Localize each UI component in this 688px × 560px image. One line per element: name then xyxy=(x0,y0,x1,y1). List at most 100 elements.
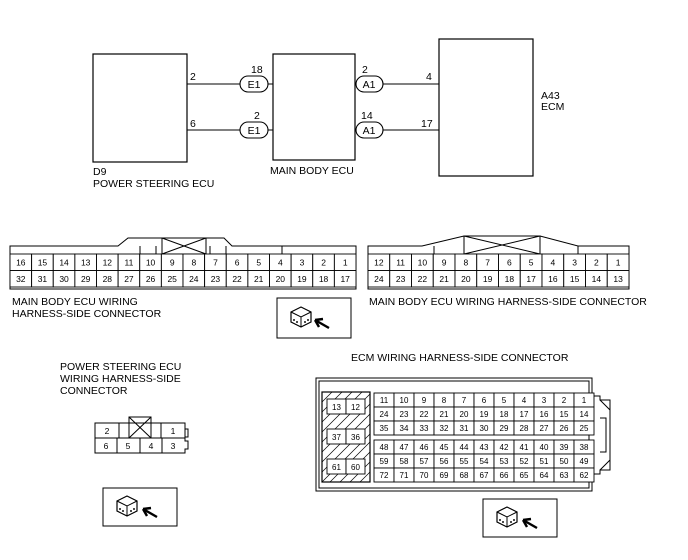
mb-e1-pin-label: 14 xyxy=(59,257,69,267)
mb-a1-pin-label: 3 xyxy=(572,257,577,267)
ps-lock-x2 xyxy=(128,416,152,439)
ps-ecu-code: D9 xyxy=(93,166,107,178)
mb-a1-pin-label: 20 xyxy=(461,274,471,284)
mb-e1-pin-label: 1 xyxy=(343,257,348,267)
mb-a1-pin-label: 8 xyxy=(464,257,469,267)
a1-pin-top: 2 xyxy=(362,64,368,76)
ecm-box xyxy=(438,38,534,177)
ecm-main-pin-label: 45 xyxy=(440,443,449,452)
ecm-main-pin-label: 68 xyxy=(460,471,469,480)
view-arrow-icon xyxy=(521,517,538,530)
ecm-main-pin-label: 54 xyxy=(480,457,489,466)
mb-ecu-name: MAIN BODY ECU xyxy=(270,165,354,177)
mb-e1-pin-label: 5 xyxy=(256,257,261,267)
mb-e1-cell xyxy=(333,270,357,288)
ecm-main-pin-label: 43 xyxy=(480,443,489,452)
ecm-main-pin-label: 70 xyxy=(420,471,429,480)
mb-a1-pin-label: 5 xyxy=(529,257,534,267)
mb-e1-pin-label: 22 xyxy=(232,274,242,284)
mb-e1-label-1: MAIN BODY ECU WIRING xyxy=(12,296,138,308)
power-steering-ecu-box xyxy=(92,53,188,163)
ps-pin: 1 xyxy=(171,426,176,436)
ecm-main-pin-label: 69 xyxy=(440,471,449,480)
ps-pin: 3 xyxy=(171,441,176,451)
ecm-main-pin-label: 62 xyxy=(580,471,589,480)
mb-e1-pin-label: 21 xyxy=(254,274,264,284)
ecm-left-block xyxy=(321,391,371,483)
mb-a1-pin-label: 15 xyxy=(570,274,580,284)
ecm-main-pin-label: 22 xyxy=(420,410,429,419)
mb-a1-pin-label: 10 xyxy=(418,257,428,267)
ecm-main-pin-label: 48 xyxy=(380,443,389,452)
conn-e1-bottom-label: E1 xyxy=(248,125,261,137)
mb-a1-pin-label: 1 xyxy=(616,257,621,267)
mb-e1-key-right xyxy=(209,246,227,255)
ecm-main-pin-label: 2 xyxy=(562,396,567,405)
connector-view-icon-ecm xyxy=(482,498,558,538)
mb-e1-pin-label: 13 xyxy=(81,257,91,267)
ecm-main-pin-label: 34 xyxy=(400,424,409,433)
mb-a1-pin-label: 7 xyxy=(485,257,490,267)
mb-a1-lock-x2 xyxy=(463,235,541,255)
ecm-main-pin-label: 53 xyxy=(500,457,509,466)
mb-a1-pin-label: 12 xyxy=(374,257,384,267)
conn-a1-top-label: A1 xyxy=(363,79,376,91)
mb-e1-key-left xyxy=(139,246,157,255)
mb-e1-pin-label: 31 xyxy=(38,274,48,284)
ecm-main-pin-label: 21 xyxy=(440,410,449,419)
mb-e1-pin-label: 29 xyxy=(81,274,91,284)
mb-e1-pin-label: 16 xyxy=(16,257,26,267)
ecm-left-pin-label: 12 xyxy=(351,403,360,412)
mb-e1-pin-label: 8 xyxy=(191,257,196,267)
mb-a1-label: MAIN BODY ECU WIRING HARNESS-SIDE CONNEC… xyxy=(369,296,647,308)
ecm-main-pin-label: 9 xyxy=(422,396,427,405)
conn-e1-top-label: E1 xyxy=(248,79,261,91)
mb-e1-pin-label: 17 xyxy=(340,274,350,284)
connector-pill-a1-bottom xyxy=(355,121,384,139)
ps-pin: 4 xyxy=(149,441,154,451)
ecm-left-cell xyxy=(345,398,366,415)
mb-a1-pin-label: 11 xyxy=(396,257,405,267)
mb-a1-pin-label: 17 xyxy=(526,274,536,284)
ecm-main-pin-label: 8 xyxy=(442,396,447,405)
mb-e1-pin-label: 30 xyxy=(59,274,69,284)
ecm-main-pin-label: 3 xyxy=(542,396,547,405)
ecm-main-pin-label: 42 xyxy=(500,443,509,452)
ecm-main-pin-label: 44 xyxy=(460,443,469,452)
ecm-main-pin-label: 57 xyxy=(420,457,429,466)
ecm-main-pin-label: 64 xyxy=(540,471,549,480)
ecm-main-pin-label: 63 xyxy=(560,471,569,480)
ecm-main-pin-label: 30 xyxy=(480,424,489,433)
ecm-left-pin-label: 61 xyxy=(332,463,341,472)
mb-e1-pin-label: 26 xyxy=(146,274,156,284)
ecm-left-cell xyxy=(345,458,366,475)
connector-view-icon-ps xyxy=(102,487,178,527)
mb-e1-pin-label: 24 xyxy=(189,274,199,284)
ecm-main-pin-label: 67 xyxy=(480,471,489,480)
ecm-main-pin-label: 29 xyxy=(500,424,509,433)
mb-e1-lock-x2 xyxy=(161,237,207,255)
ps-conn-label-2: WIRING HARNESS-SIDE xyxy=(60,373,181,385)
mb-e1-pin-label: 11 xyxy=(125,257,134,267)
ecm-pin-top: 4 xyxy=(426,71,432,83)
mb-e1-pin-label: 15 xyxy=(38,257,48,267)
ecm-left-pin-label: 37 xyxy=(332,433,341,442)
connector-pill-e1-bottom xyxy=(239,121,269,139)
ecm-main-pin-label: 71 xyxy=(400,471,409,480)
ecm-main-pin-label: 41 xyxy=(520,443,529,452)
mb-e1-pin-label: 7 xyxy=(213,257,218,267)
mb-e1-pin-label: 23 xyxy=(211,274,221,284)
ecm-main-pin-label: 58 xyxy=(400,457,409,466)
ecm-main-pin-label: 33 xyxy=(420,424,429,433)
mb-a1-pin-label: 13 xyxy=(613,274,623,284)
mb-a1-pin-label: 2 xyxy=(594,257,599,267)
schematic: D9 POWER STEERING ECU MAIN BODY ECU A43 … xyxy=(92,38,564,190)
ecm-main-cell xyxy=(573,467,595,483)
mb-e1-pin-label: 20 xyxy=(276,274,286,284)
ecm-main-pin-label: 47 xyxy=(400,443,409,452)
ecm-main-pin-label: 65 xyxy=(520,471,529,480)
